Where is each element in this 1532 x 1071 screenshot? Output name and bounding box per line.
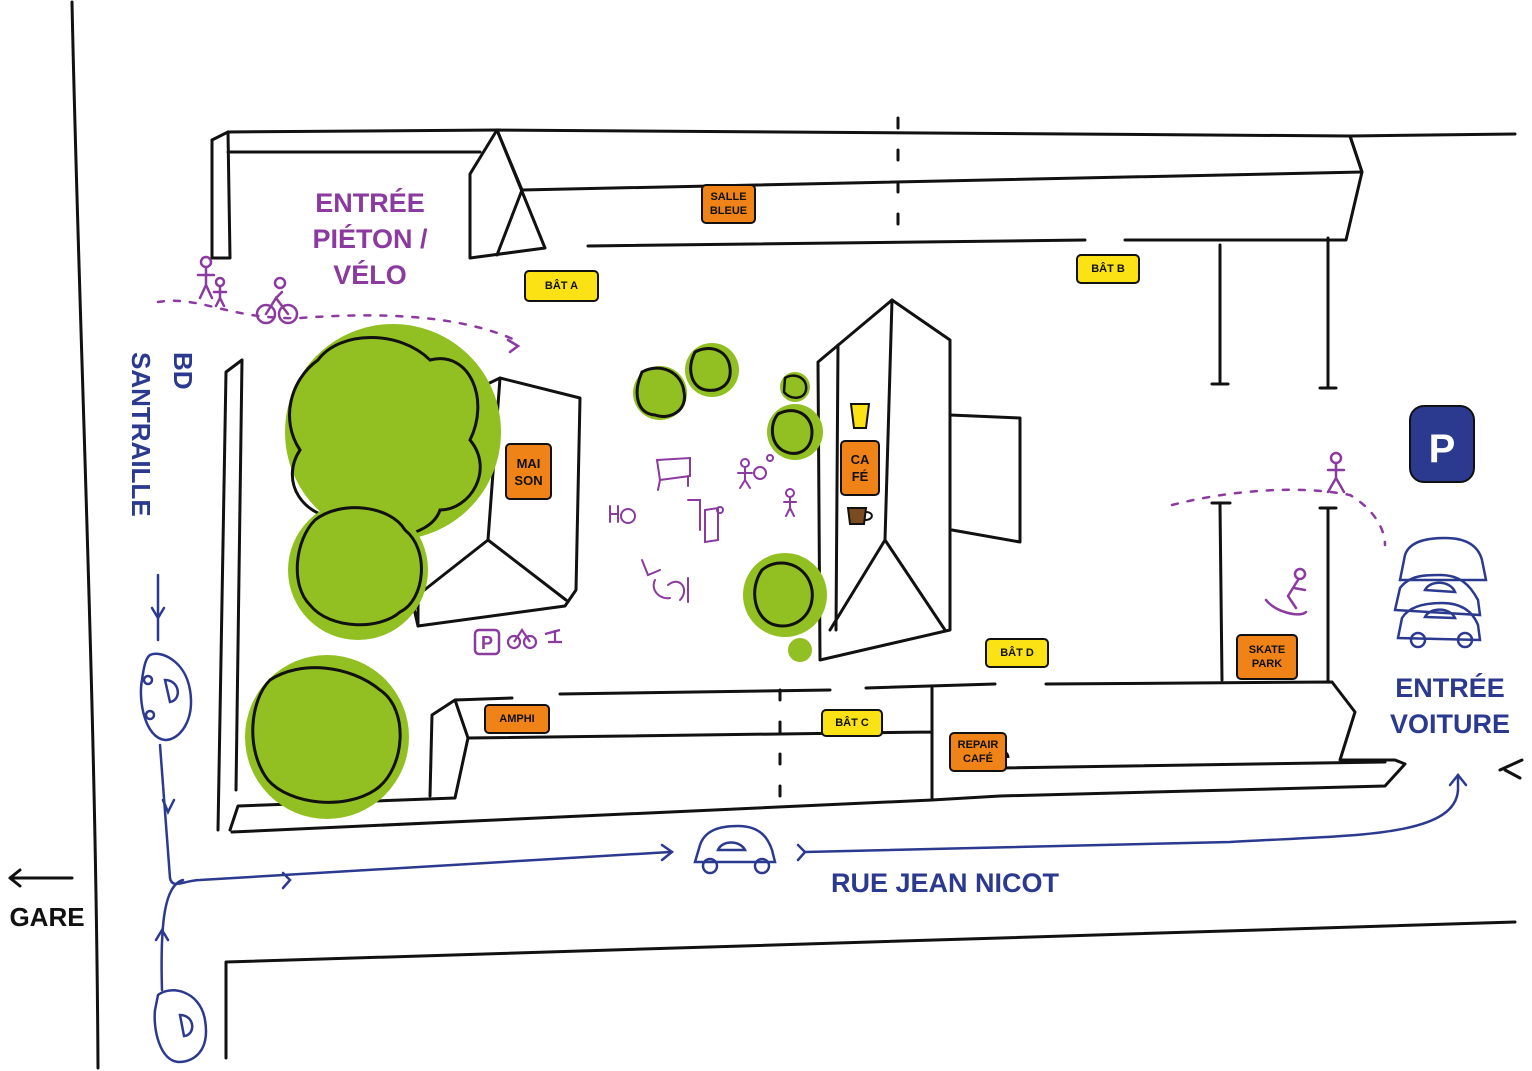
tree-icon bbox=[288, 500, 428, 640]
parking-icon: P bbox=[1409, 405, 1475, 483]
tree-icon bbox=[743, 553, 827, 637]
cafe-tag: CA FÉ bbox=[840, 440, 880, 496]
bike-parking-letter: P bbox=[481, 633, 493, 653]
top-left-wall bbox=[210, 128, 502, 260]
salle-bleue-line-2: BLEUE bbox=[709, 205, 748, 217]
tree-icon bbox=[245, 655, 409, 819]
boulevard-line-1: BD bbox=[168, 352, 198, 390]
tree-icon bbox=[780, 372, 810, 402]
building-a-tag: BÂT A bbox=[524, 270, 599, 302]
tree-icon bbox=[633, 366, 687, 420]
car-entrance-label: ENTRÉE VOITURE bbox=[1375, 670, 1525, 742]
trees bbox=[245, 324, 827, 819]
tree-icon bbox=[767, 404, 823, 460]
building-b-tag: BÂT B bbox=[1076, 254, 1140, 284]
maison-line-1: MAI bbox=[516, 455, 541, 471]
building-d-tag: BÂT D bbox=[985, 638, 1049, 668]
cafe-line-1: CA bbox=[850, 452, 870, 467]
bike-parking: P bbox=[473, 628, 562, 656]
map-outlines bbox=[70, 0, 1524, 1070]
maison-tag: MAI SON bbox=[505, 443, 552, 500]
salle-bleue-tag: SALLE BLEUE bbox=[701, 184, 756, 224]
cafe-line-2: FÉ bbox=[851, 469, 869, 484]
car-route bbox=[150, 573, 1468, 992]
bike-icon bbox=[506, 628, 562, 650]
repair-cafe-line-2: CAFÉ bbox=[963, 753, 993, 765]
skate-park-tag: SKATE PARK bbox=[1236, 634, 1298, 680]
station-label: GARE bbox=[9, 902, 85, 932]
parking-letter: P bbox=[1429, 427, 1456, 471]
pedestrian-path bbox=[156, 299, 1387, 547]
building-bottom bbox=[228, 680, 1407, 834]
pedestrian-icon bbox=[1326, 451, 1346, 494]
road-edge-bottom bbox=[224, 920, 1517, 1060]
street-label: RUE JEAN NICOT bbox=[830, 868, 1060, 898]
coffee-cup-icon bbox=[846, 507, 873, 525]
pedestrian-entrance-line-3: VÉLO bbox=[333, 260, 407, 290]
bike-icon bbox=[255, 276, 299, 325]
boulevard-line-2: SANTRAILLE bbox=[126, 352, 156, 517]
car-icon bbox=[693, 824, 777, 875]
building-c-tag: BÂT C bbox=[821, 709, 883, 737]
car-icon bbox=[1393, 536, 1488, 649]
amphi-tag: AMPHI bbox=[484, 704, 550, 734]
left-arrow-icon bbox=[8, 868, 74, 888]
car-icon bbox=[153, 989, 208, 1064]
car-entrance-line-1: ENTRÉE bbox=[1395, 673, 1505, 703]
park-activities bbox=[609, 454, 797, 603]
tree-icon bbox=[285, 324, 501, 540]
pedestrian-entrance-line-1: ENTRÉE bbox=[315, 188, 425, 218]
left-boundary-line bbox=[70, 0, 100, 1070]
drink-icon bbox=[849, 403, 871, 429]
skate-park-line-1: SKATE bbox=[1248, 644, 1286, 656]
tree-icon bbox=[788, 638, 812, 662]
skateboarder-icon bbox=[1264, 567, 1308, 616]
pedestrian-icon bbox=[196, 255, 228, 308]
cafe-building bbox=[816, 298, 952, 662]
skate-park-line-2: PARK bbox=[1251, 658, 1283, 670]
left-wall bbox=[216, 358, 244, 832]
pedestrian-entrance-label: ENTRÉE PIÉTON / VÉLO bbox=[295, 185, 445, 293]
salle-bleue-line-1: SALLE bbox=[710, 191, 747, 203]
tree-icon bbox=[685, 343, 739, 397]
repair-cafe-tag: REPAIR CAFÉ bbox=[949, 732, 1007, 772]
pedestrian-entrance-line-2: PIÉTON / bbox=[312, 224, 428, 254]
car-entrance-line-2: VOITURE bbox=[1389, 709, 1510, 739]
repair-cafe-line-1: REPAIR bbox=[957, 739, 999, 751]
maison-line-2: SON bbox=[514, 472, 543, 488]
car-icon bbox=[139, 652, 193, 742]
building-top bbox=[468, 128, 1364, 260]
boulevard-label: BD SANTRAILLE bbox=[125, 352, 199, 542]
